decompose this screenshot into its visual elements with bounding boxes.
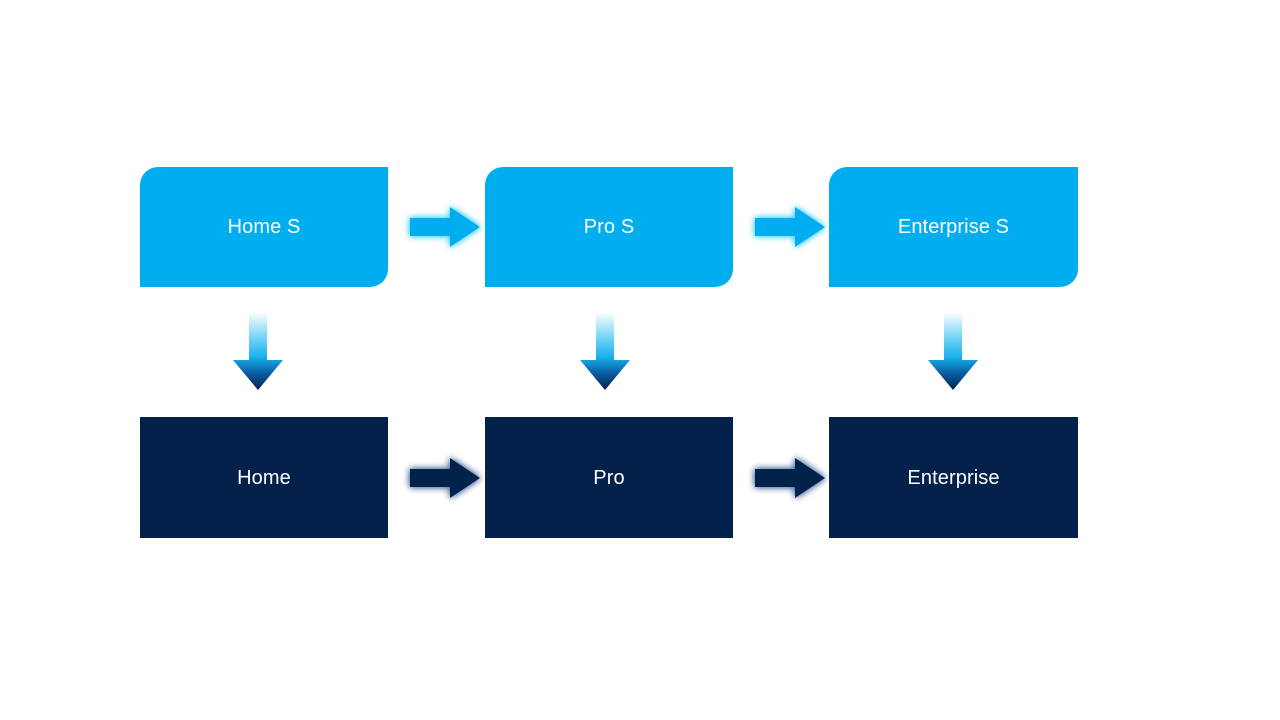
arrow-enterprise-s-to-enterprise: [926, 310, 980, 394]
arrow-home-s-to-home: [231, 310, 285, 394]
node-enterprise-s-label: Enterprise S: [897, 216, 1010, 238]
node-pro-label: Pro: [593, 466, 625, 489]
arrow-pro-s-to-pro: [578, 310, 632, 394]
node-home-s-label: Home S: [227, 216, 301, 238]
node-enterprise-label: Enterprise: [907, 466, 1000, 489]
node-home-s[interactable]: Home S: [140, 167, 388, 287]
node-home-label: Home: [237, 466, 291, 489]
arrow-home-s-to-pro-s: [406, 203, 484, 251]
node-enterprise-s[interactable]: Enterprise S: [829, 167, 1078, 287]
arrow-home-to-pro: [406, 454, 484, 502]
arrow-pro-s-to-enterprise-s: [751, 203, 829, 251]
node-pro-s-label: Pro S: [583, 216, 635, 238]
node-home[interactable]: Home: [140, 417, 388, 538]
node-pro[interactable]: Pro: [485, 417, 733, 538]
node-enterprise[interactable]: Enterprise: [829, 417, 1078, 538]
node-pro-s[interactable]: Pro S: [485, 167, 733, 287]
arrow-pro-to-enterprise: [751, 454, 829, 502]
